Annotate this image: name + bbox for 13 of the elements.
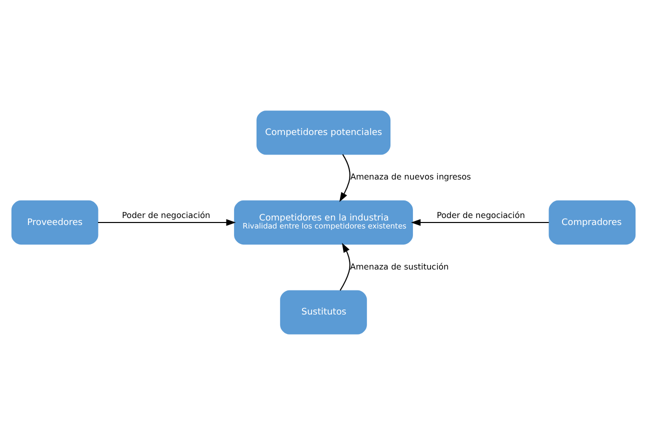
node-box: Competidores potenciales <box>256 110 390 155</box>
edge-label: Poder de negociación <box>122 210 210 220</box>
arrow <box>340 242 350 291</box>
arrow <box>98 219 236 226</box>
arrow <box>339 154 350 202</box>
node-box: Competidores en la industria Rivalidad entre los competidores existentes <box>234 200 413 245</box>
arrow <box>411 219 549 226</box>
edge-label: Amenaza de nuevos ingresos <box>350 172 471 182</box>
edge-label: Poder de negociación <box>436 210 525 220</box>
node-box: Sustitutos <box>280 290 367 334</box>
node-box: Compradores <box>548 200 636 245</box>
node-box: Proveedores <box>11 200 98 245</box>
edge-label: Amenaza de sustitución <box>350 261 449 272</box>
